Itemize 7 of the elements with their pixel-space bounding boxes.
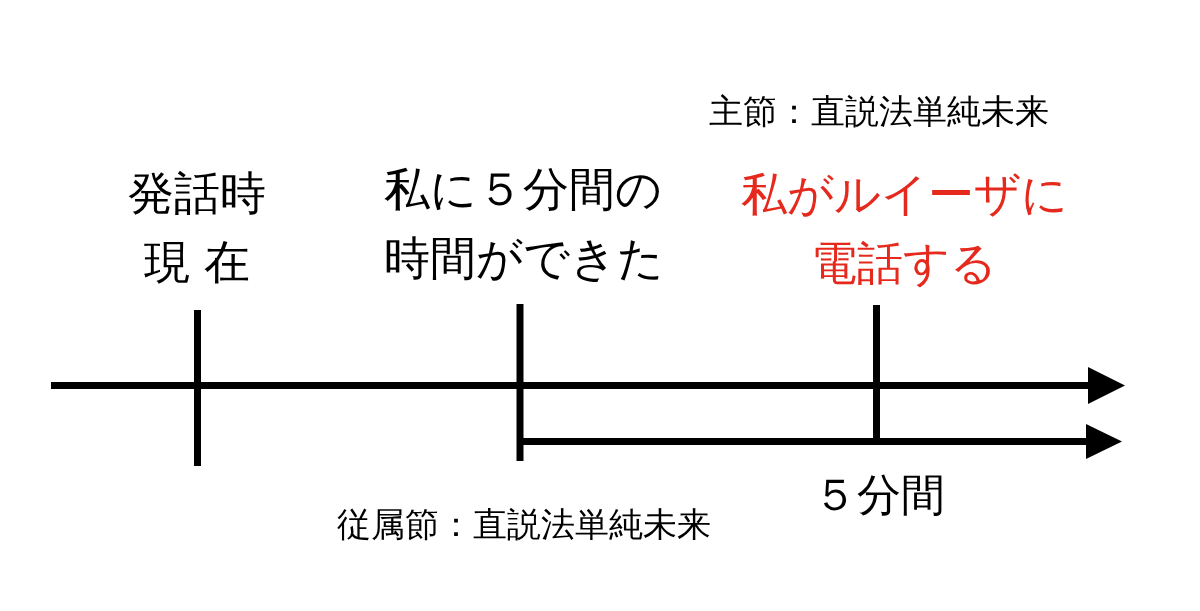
event-label: 私がルイーザに電話する: [739, 166, 1069, 292]
event-label: 私に５分間の時間ができた: [384, 161, 665, 287]
clause-note: 従属節：直説法単純未来: [337, 503, 711, 546]
time-point-label: 現 在: [142, 234, 252, 291]
duration-label: ５分間: [812, 468, 946, 522]
clause-note: 主節：直説法単純未来: [709, 90, 1049, 133]
time-point-label: 発話時: [127, 165, 267, 222]
